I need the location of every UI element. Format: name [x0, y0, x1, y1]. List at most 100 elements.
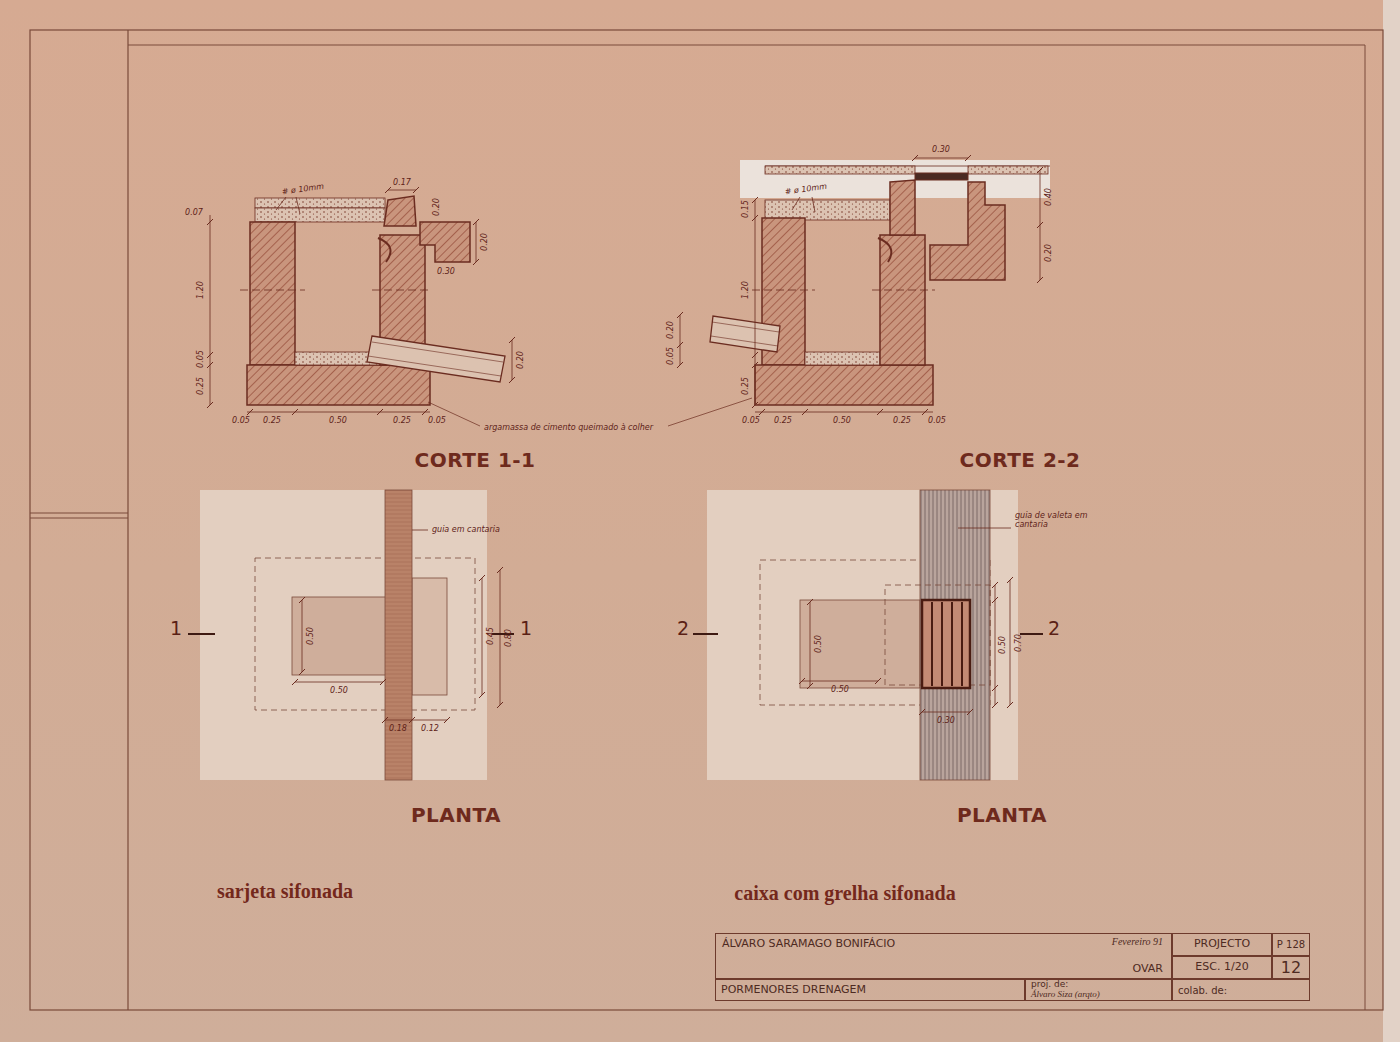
- dimension: 0.25: [393, 417, 411, 426]
- concrete-slab: [255, 208, 385, 222]
- dimension-line: [482, 578, 483, 695]
- dimension-tick: [752, 362, 758, 368]
- material-note: guia em cantaria: [432, 526, 500, 535]
- kerb-band: [385, 490, 412, 780]
- margin-line: [127, 30, 128, 1010]
- dimension: 0.20: [517, 351, 526, 369]
- title-block-cell: ESC. 1/20: [1172, 956, 1272, 979]
- dimension-tick: [965, 155, 971, 161]
- siphon-baffle: [878, 238, 891, 262]
- dimension-tick: [922, 409, 928, 415]
- dimension-line: [680, 315, 681, 365]
- plan-ground: [707, 490, 1018, 780]
- title-block-text: Álvaro Siza (arqto): [1031, 990, 1100, 1000]
- dimension-tick: [807, 683, 813, 689]
- dimension: 1.20: [742, 281, 751, 299]
- dimension-tick: [497, 702, 503, 708]
- chamber-opening: [800, 600, 920, 688]
- dimension-tick: [509, 337, 515, 343]
- dimension-tick: [444, 717, 450, 723]
- dimension-tick: [992, 685, 998, 691]
- dimension-tick: [967, 709, 973, 715]
- dimension: 0.05: [428, 417, 446, 426]
- dimension-tick: [292, 409, 298, 415]
- leader-line: [792, 197, 800, 210]
- dimension-tick: [912, 155, 918, 161]
- dimension: 0.17: [393, 179, 411, 188]
- title-block-cell: ÁLVARO SARAMAGO BONIFÁCIOFevereiro 91OVA…: [715, 933, 1172, 979]
- leader-line: [668, 398, 752, 426]
- section-number: 2: [677, 618, 689, 639]
- dimension: 0.30: [937, 717, 955, 726]
- dimension-line: [500, 570, 501, 705]
- dimension-tick: [479, 692, 485, 698]
- title-block-text: proj. de:: [1031, 980, 1068, 990]
- dimension-tick: [207, 402, 213, 408]
- dimension-line: [915, 158, 968, 159]
- grate-bar: [931, 602, 933, 686]
- grate: [922, 600, 970, 688]
- leader-line: [812, 197, 815, 212]
- frame-line: [128, 45, 1365, 46]
- dimension: 0.25: [893, 417, 911, 426]
- title-block-text: OVAR: [1133, 963, 1163, 975]
- dimension: 0.12: [421, 725, 439, 734]
- leader-line: [276, 197, 286, 210]
- dimension-tick: [377, 409, 383, 415]
- title-block-cell: proj. de:Álvaro Siza (arqto): [1025, 979, 1172, 1001]
- dimension: 0.07: [185, 209, 203, 218]
- dimension: 0.50: [999, 636, 1008, 654]
- dimension-line: [295, 682, 383, 683]
- dimension-tick: [677, 362, 683, 368]
- inlet-mouth: [412, 578, 447, 695]
- dimension: 0.20: [1045, 244, 1054, 262]
- leader-line: [296, 197, 300, 214]
- leader-line: [412, 530, 428, 531]
- material-note: guia de valeta em cantaria: [1015, 512, 1111, 530]
- rebar-note: # ø 10mm: [281, 183, 324, 198]
- dimension: 0.50: [815, 635, 824, 653]
- section-mark: [188, 633, 215, 635]
- dimension-line: [922, 712, 970, 713]
- dimension: 0.05: [742, 417, 760, 426]
- grate-bar: [941, 602, 943, 686]
- sheet-border: [30, 30, 1383, 1010]
- dimension: 0.70: [1015, 634, 1024, 652]
- section-number: 1: [170, 618, 182, 639]
- dimension-line: [755, 200, 756, 405]
- title-block-text: 12: [1281, 959, 1301, 977]
- dimension-tick: [802, 409, 808, 415]
- dimension-tick: [1037, 167, 1043, 173]
- title-block-cell: P 128: [1272, 933, 1310, 956]
- dimension-tick: [752, 215, 758, 221]
- dimension: 0.05: [928, 417, 946, 426]
- dimension-tick: [385, 187, 391, 193]
- dimension-tick: [422, 409, 428, 415]
- dimension: 1.20: [197, 281, 206, 299]
- section-number: 1: [520, 618, 532, 639]
- dimension-tick: [799, 678, 805, 684]
- dimension: 0.45: [487, 627, 496, 645]
- title-block-text: P 128: [1277, 939, 1305, 950]
- dimension-tick: [919, 709, 925, 715]
- paving-layer: [255, 198, 385, 208]
- dimension: 0.05: [232, 417, 250, 426]
- dimension-line: [302, 600, 303, 672]
- dimension-line: [755, 412, 933, 413]
- inlet-block: [930, 182, 1005, 280]
- dimension-tick: [992, 582, 998, 588]
- dimension-tick: [807, 599, 813, 605]
- grate: [915, 173, 968, 180]
- leader-line: [428, 402, 480, 426]
- grate-bar: [961, 602, 963, 686]
- detail-title: caixa com grelha sifonada: [734, 882, 955, 904]
- outlet-pipe: [710, 316, 780, 352]
- dimension-tick: [1007, 577, 1013, 583]
- section-title: CORTE 1-1: [414, 449, 535, 471]
- dimension-tick: [752, 197, 758, 203]
- dimension-tick: [1007, 702, 1013, 708]
- dimension-line: [476, 222, 477, 262]
- title-block-text: ESC. 1/20: [1195, 961, 1248, 973]
- title-block-text: ÁLVARO SARAMAGO BONIFÁCIO: [722, 938, 895, 950]
